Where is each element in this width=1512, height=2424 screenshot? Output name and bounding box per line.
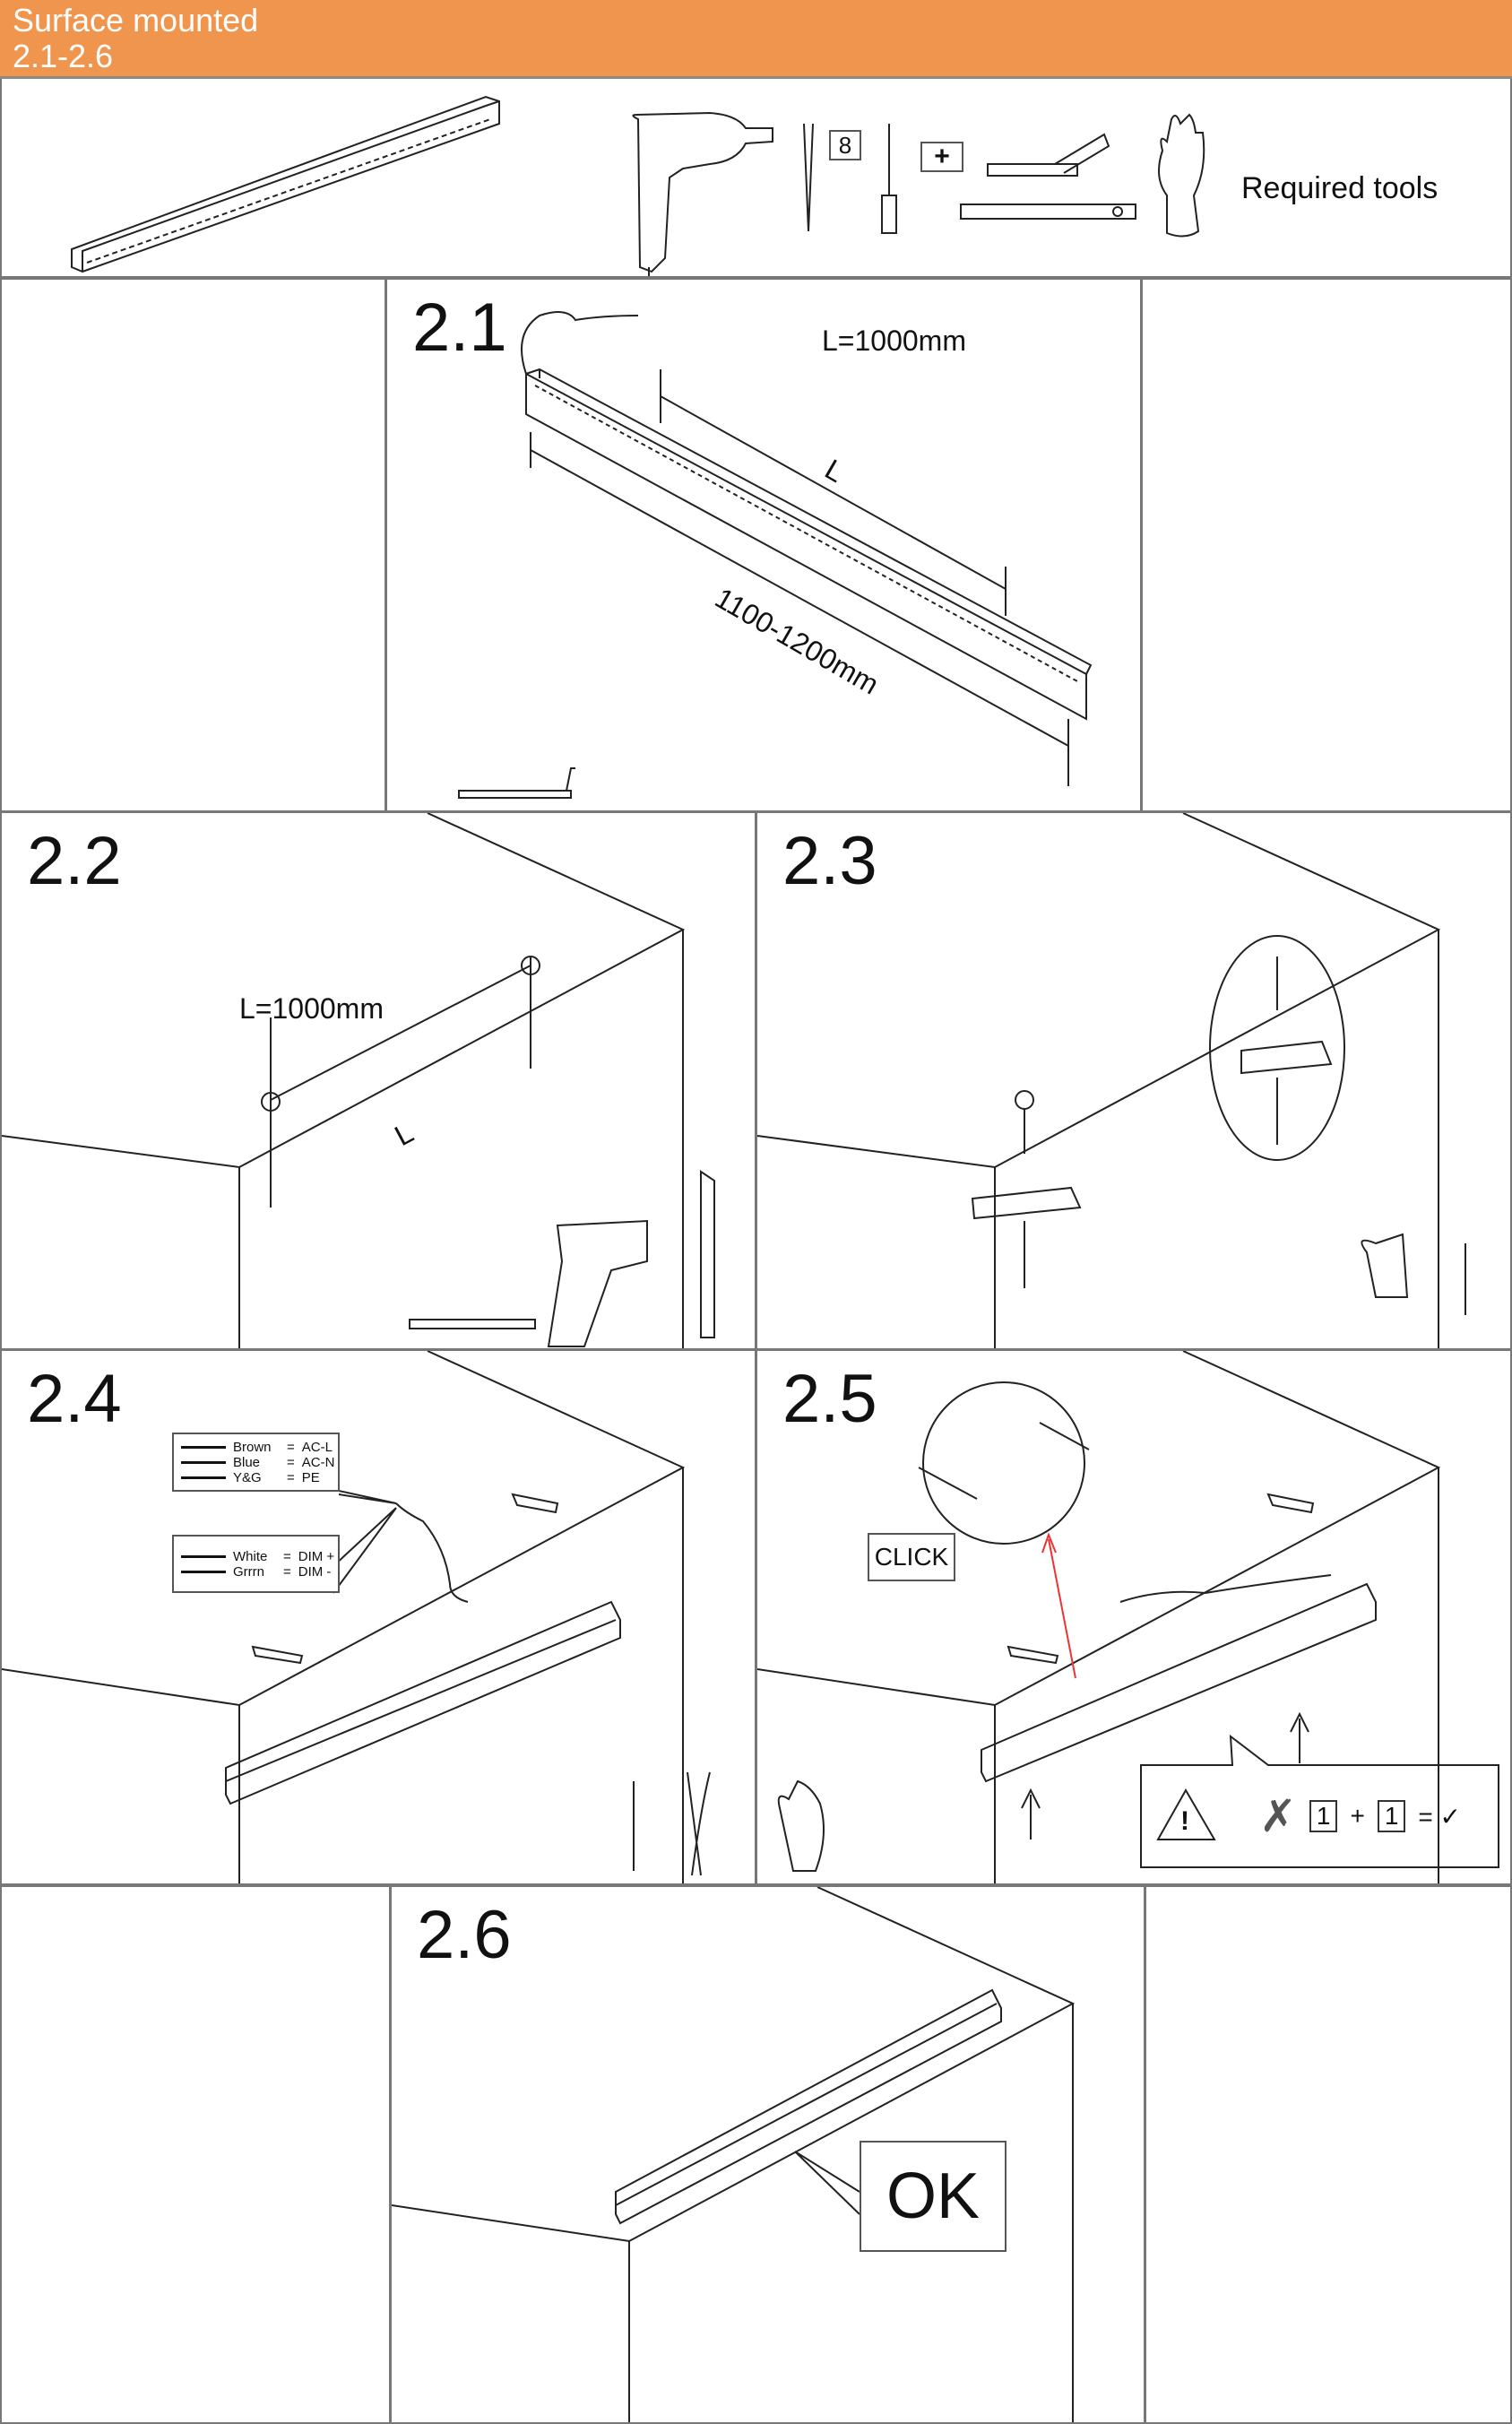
wire-green: Grrrn = DIM - — [174, 1564, 338, 1580]
step-number: 2.4 — [27, 1361, 122, 1437]
ceiling-marking-drawing — [2, 813, 715, 1348]
step-number: 2.1 — [412, 290, 507, 366]
blank-cell — [1145, 1885, 1512, 2424]
step-2-3-panel: 2.3 — [756, 811, 1512, 1350]
wire-function: DIM - — [298, 1564, 332, 1580]
blank-cell — [1141, 278, 1512, 812]
person-icon: 1 — [1309, 1800, 1338, 1832]
ok-label: OK — [860, 2141, 1007, 2252]
step-number: 2.5 — [782, 1361, 877, 1437]
wire-color: Blue — [233, 1455, 261, 1470]
drill-bit-size-badge: 8 — [829, 130, 861, 160]
luminaire-illustration — [71, 95, 1205, 276]
wire-function: PE — [301, 1470, 320, 1485]
wire-blue: Blue = AC-N — [174, 1455, 338, 1470]
screwdriver-type-badge: + — [920, 142, 963, 172]
wire-color: Grrrn — [233, 1564, 264, 1580]
dim-wiring-legend: White = DIM + Grrrn = DIM - — [172, 1535, 340, 1593]
wire-yellow-green: Y&G = PE — [174, 1470, 338, 1485]
clip-in-drawing — [757, 1351, 1499, 1883]
warning-exclamation-icon: ! — [1180, 1806, 1189, 1836]
step-number: 2.2 — [27, 823, 122, 899]
equals: = — [287, 1455, 295, 1470]
ac-wiring-legend: Brown = AC-L Blue = AC-N Y&G = PE — [172, 1433, 340, 1492]
length-label: L=1000mm — [822, 325, 966, 357]
step-number: 2.6 — [417, 1897, 512, 1973]
wiring-drawing — [2, 1351, 711, 1883]
blank-cell — [0, 1885, 391, 2424]
wire-function: AC-N — [301, 1455, 335, 1470]
wire-color: Y&G — [233, 1470, 262, 1485]
wire-function: DIM + — [298, 1549, 335, 1564]
equals: = — [287, 1470, 295, 1485]
wire-color: Brown — [233, 1440, 272, 1455]
step-2-1-panel: 2.1 L=1000mm L 1100-1200mm — [385, 278, 1142, 812]
person-crossed-icon: ✗ — [1259, 1791, 1297, 1841]
wire-function: AC-L — [301, 1440, 333, 1455]
step-number: 2.3 — [782, 823, 877, 899]
section-title: Surface mounted — [13, 2, 259, 39]
bracket-mounting-drawing — [757, 813, 1466, 1348]
equals: = — [283, 1549, 291, 1564]
section-range: 2.1-2.6 — [13, 38, 114, 74]
required-tools-label: Required tools — [1241, 171, 1439, 205]
blank-cell — [0, 278, 386, 812]
step-2-5-panel: 2.5 CLICK ! ✗ 1 + 1 = ✓ — [756, 1349, 1512, 1885]
installed-luminaire-drawing — [392, 1887, 1076, 2422]
wire-brown: Brown = AC-L — [174, 1440, 338, 1455]
luminaire-dimension-drawing — [458, 311, 1093, 799]
wire-white: White = DIM + — [174, 1549, 338, 1564]
length-label: L=1000mm — [239, 992, 384, 1025]
person-icon: 1 — [1377, 1800, 1406, 1832]
equals-check: = ✓ — [1418, 1802, 1462, 1831]
equals: = — [287, 1440, 295, 1455]
step-2-2-panel: 2.2 L=1000mm L — [0, 811, 756, 1350]
section-header: Surface mounted 2.1-2.6 — [0, 0, 1512, 79]
two-person-instruction: ✗ 1 + 1 = ✓ — [1259, 1790, 1461, 1842]
click-label: CLICK — [868, 1533, 955, 1581]
step-2-4-panel: 2.4 Brown = AC-L Blue = AC-N Y&G = PE White = DI… — [0, 1349, 756, 1885]
plus-sign: + — [1350, 1802, 1365, 1830]
step-2-6-panel: 2.6 OK — [390, 1885, 1145, 2424]
equals: = — [283, 1564, 291, 1580]
wire-color: White — [233, 1549, 268, 1564]
tools-row: 8 + Required tools — [0, 79, 1512, 278]
